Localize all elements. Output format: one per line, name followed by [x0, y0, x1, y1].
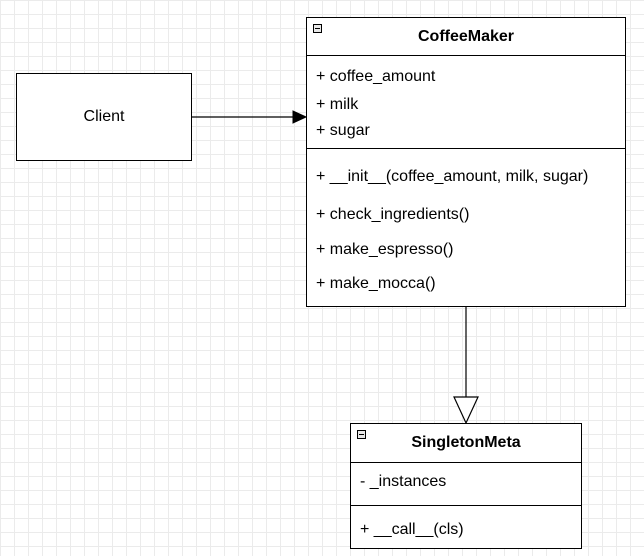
operation-row[interactable]: + make_espresso()	[316, 241, 454, 258]
coffeemaker-operations: + __init__(coffee_amount, milk, sugar) +…	[307, 149, 625, 307]
singletonmeta-operations: + __call__(cls)	[351, 506, 581, 549]
operation-row[interactable]: + __init__(coffee_amount, milk, sugar)	[316, 168, 589, 185]
operation-row[interactable]: + __call__(cls)	[360, 521, 464, 538]
client-label: Client	[83, 108, 125, 125]
coffeemaker-header[interactable]: CoffeeMaker	[307, 18, 625, 56]
singletonmeta-header[interactable]: SingletonMeta	[351, 424, 581, 463]
collapse-icon[interactable]	[313, 24, 322, 33]
coffeemaker-class[interactable]: CoffeeMaker + coffee_amount + milk + sug…	[306, 17, 626, 307]
attribute-row[interactable]: + sugar	[316, 122, 370, 139]
collapse-icon[interactable]	[357, 430, 366, 439]
attribute-row[interactable]: + milk	[316, 96, 359, 113]
class-name: SingletonMeta	[411, 434, 521, 451]
singletonmeta-class[interactable]: SingletonMeta - _instances + __call__(cl…	[350, 423, 582, 549]
generalization-triangle	[453, 396, 479, 425]
attribute-row[interactable]: + coffee_amount	[316, 68, 436, 85]
singletonmeta-attributes: - _instances	[351, 463, 581, 506]
coffeemaker-attributes: + coffee_amount + milk + sugar	[307, 56, 625, 149]
operation-row[interactable]: + make_mocca()	[316, 275, 436, 292]
attribute-row[interactable]: - _instances	[360, 473, 447, 490]
operation-row[interactable]: + check_ingredients()	[316, 206, 470, 223]
client-node[interactable]: Client	[16, 73, 192, 161]
class-name: CoffeeMaker	[417, 27, 515, 45]
association-arrowhead	[292, 110, 308, 124]
